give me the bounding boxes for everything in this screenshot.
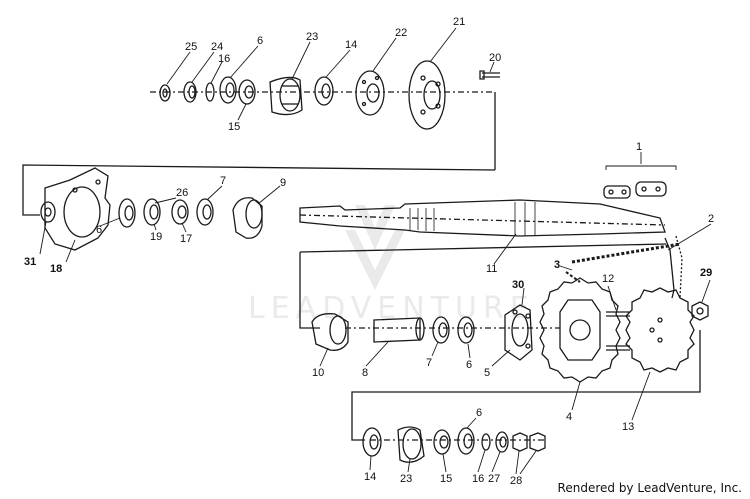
callout-6-bottom: 6 [476,407,482,419]
bottom-leader-lines [369,417,537,475]
callout-6-middle: 6 [96,224,102,236]
part-6-bearing-middle [118,198,136,228]
part-25-washer [159,84,171,102]
part-6-bearing-top [219,76,237,104]
part-13-rear-sprocket [625,287,695,373]
part-6-bearing-lower [457,316,475,344]
callout-26: 26 [176,187,188,199]
part-29-nut [691,301,709,321]
part-27-seal-bottom [495,431,509,453]
part-24-seal [183,81,197,103]
part-21-brake-disc [408,60,446,130]
part-8-spacer-tube [373,317,425,343]
part-19-seal-middle [143,198,161,226]
callout-24: 24 [211,41,223,53]
part-4-drive-sprocket [539,277,621,383]
top-leader-lines [166,27,495,121]
part-16-o-ring [205,82,215,102]
part-15-spacer-bottom [433,429,451,455]
part-15-spacer-top [238,79,256,105]
part-18-bearing-carrier [44,167,111,251]
middle-leader-lines [39,152,712,265]
render-credit: Rendered by LeadVenture, Inc. [557,481,742,495]
part-6-bearing-bottom [457,427,475,455]
callout-11: 11 [486,263,497,275]
part-28-nuts [512,432,546,452]
part-22-hub-flange [355,70,385,116]
watermark-brand: LEADVENTURE [248,291,535,326]
callout-6-lower: 6 [466,359,472,371]
callout-23-top: 23 [306,31,318,43]
part-9-bearing-housing [232,197,263,239]
callout-4: 4 [566,411,572,423]
callout-16-bottom: 16 [472,473,484,485]
part-7-bearing-lower [432,316,450,344]
part-17-spacer-middle [171,199,189,225]
callout-10: 10 [312,367,324,379]
callout-9: 9 [280,177,286,189]
part-10-bearing-housing-lower [311,313,349,351]
callout-25: 25 [185,41,197,53]
callout-28: 28 [510,475,522,487]
part-23-bearing-housing-bottom [397,426,425,463]
callout-20: 20 [489,52,501,64]
part-31-bolt-pin [40,201,56,223]
callout-7-lower: 7 [426,357,432,369]
part-23-bearing-housing-top [269,76,303,116]
part-5-sprocket-hub [504,304,533,361]
part-14-bearing-bottom [362,427,382,457]
callout-5: 5 [484,367,490,379]
callout-19: 19 [150,231,162,243]
part-7-bearing-middle [196,198,214,226]
callout-2: 2 [708,213,714,225]
callout-27: 27 [488,473,500,485]
callout-22: 22 [395,27,407,39]
callout-14-bottom: 14 [364,471,376,483]
callout-17: 17 [180,233,192,245]
callout-23-bottom: 23 [400,473,412,485]
watermark-logo: LEADVENTURE [248,205,535,326]
callout-30: 30 [512,279,524,291]
part-1-master-link [603,165,677,199]
frame-outline-left [22,164,496,216]
callout-29: 29 [700,267,712,279]
callout-12: 12 [602,273,614,285]
callout-16-top: 16 [218,53,230,65]
part-16-o-ring-bottom [481,433,491,451]
callout-7-middle: 7 [220,175,226,187]
part-2-chain-guide [664,235,683,299]
callout-1: 1 [636,141,642,153]
callout-13: 13 [622,421,634,433]
part-3-chain [565,242,681,283]
part-11-axle-shaft [299,199,666,237]
callout-8: 8 [362,367,368,379]
callout-14-top: 14 [345,39,357,51]
callout-15-bottom: 15 [440,473,452,485]
callout-15-top: 15 [228,121,240,133]
top-assembly-centerline [150,91,496,170]
callout-18: 18 [50,263,62,275]
callout-3: 3 [554,259,560,271]
part-20-bolt [479,70,500,80]
callout-6-top: 6 [257,35,263,47]
callout-31: 31 [24,256,36,268]
part-14-bearing-top [314,76,334,106]
callout-labels: 25 24 16 6 15 23 14 22 21 20 1 2 31 18 6… [24,16,714,487]
callout-21: 21 [453,16,465,28]
lower-leader-lines [319,265,711,421]
